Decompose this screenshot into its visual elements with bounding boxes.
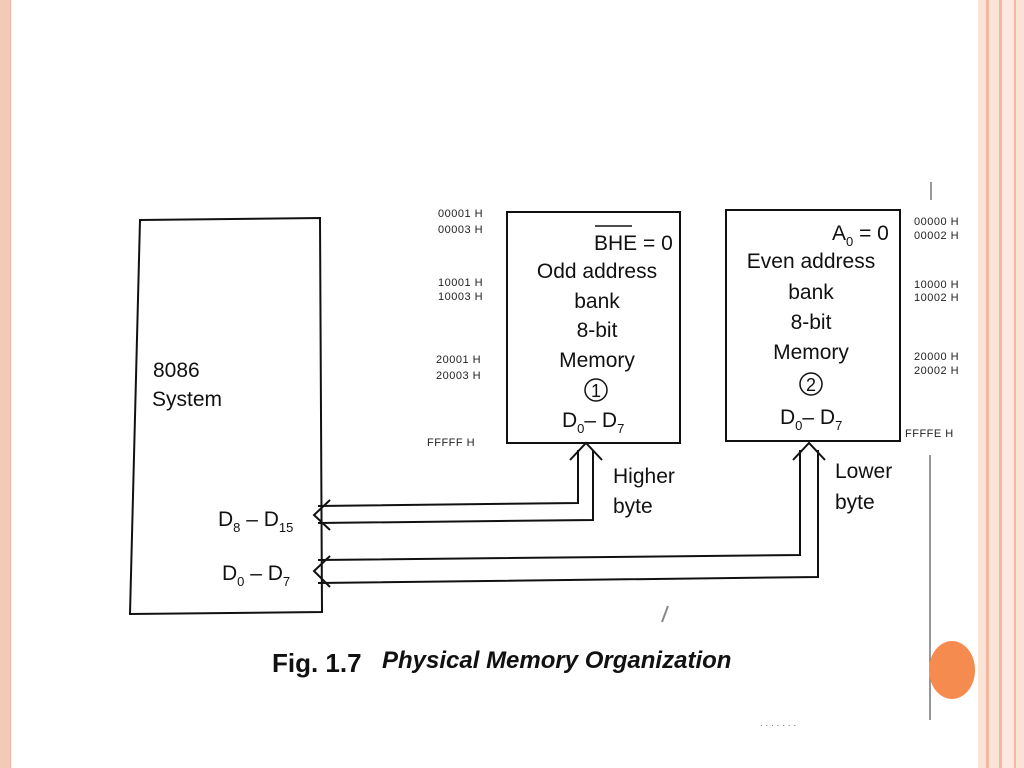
even-bank-data-bus: D0– D7 <box>780 406 842 433</box>
lower-byte-label-line1: Lower <box>835 460 892 483</box>
higher-byte-label-line1: Higher <box>613 465 675 488</box>
figure-caption-title: Physical Memory Organization <box>382 647 731 674</box>
higher-byte-label-line2: byte <box>613 495 653 518</box>
slide-right-border <box>978 0 986 768</box>
even-address: FFFFE H <box>905 428 954 440</box>
lower-byte-arrow-up <box>792 441 826 461</box>
higher-byte-bus-outer <box>317 450 579 507</box>
port-label-high: D8 – D15 <box>218 508 293 535</box>
even-bank-line4: Memory <box>773 341 849 364</box>
odd-bank-signal: BHE = 0 <box>594 232 673 255</box>
slide-right-border-line <box>999 0 1002 768</box>
odd-bank-line3: 8-bit <box>577 319 618 342</box>
slide-left-border-line <box>10 0 11 768</box>
odd-address: 00003 H <box>438 224 483 236</box>
even-address: 20000 H <box>914 351 959 363</box>
odd-bank-number-circle <box>584 378 608 402</box>
even-address: 20002 H <box>914 365 959 377</box>
odd-address: 10003 H <box>438 291 483 303</box>
odd-bank-line1: Odd address <box>537 260 657 283</box>
lower-byte-label-line2: byte <box>835 491 875 514</box>
slide-right-border-line <box>986 0 989 768</box>
odd-bank-data-bus: D0– D7 <box>562 409 624 436</box>
odd-bank-box <box>506 211 681 444</box>
scan-mark <box>661 605 669 623</box>
odd-bank-line4: Memory <box>559 349 635 372</box>
even-bank-box <box>725 209 901 442</box>
higher-byte-arrow-left <box>312 499 331 531</box>
system-title-line1: 8086 <box>153 359 200 382</box>
scan-cut-text: . . . . . . . <box>760 718 796 729</box>
slide-accent-dot <box>929 641 975 699</box>
lower-byte-arrow-left <box>312 555 331 588</box>
odd-bank-line2: bank <box>574 290 620 313</box>
even-address: 00002 H <box>914 230 959 242</box>
odd-address: 20001 H <box>436 354 481 366</box>
odd-address: 00001 H <box>438 208 483 220</box>
system-box <box>128 216 324 616</box>
slide-right-border <box>1016 0 1024 768</box>
even-address: 00000 H <box>914 216 959 228</box>
slide-right-border <box>989 0 999 768</box>
even-bank-line2: bank <box>788 281 834 304</box>
odd-address: 20003 H <box>436 370 481 382</box>
odd-address: FFFFF H <box>427 437 475 449</box>
lower-byte-bus-inner <box>317 450 819 584</box>
lower-byte-bus-outer <box>317 450 801 561</box>
even-bank-signal: A0 = 0 <box>832 222 889 249</box>
system-title-line2: System <box>152 388 222 411</box>
higher-byte-bus-inner <box>317 450 594 524</box>
even-bank-number-circle <box>799 372 823 396</box>
slide-right-border-line <box>1014 0 1016 768</box>
even-bank-line1: Even address <box>747 250 875 273</box>
even-bank-number: 2 <box>806 375 816 395</box>
odd-bank-number: 1 <box>591 381 601 401</box>
odd-address: 10001 H <box>438 277 483 289</box>
port-label-low: D0 – D7 <box>222 562 290 589</box>
higher-byte-arrow-up <box>569 441 603 461</box>
slide-left-border <box>0 0 10 768</box>
figure-caption: Fig. 1.7 <box>272 648 362 678</box>
even-bank-line3: 8-bit <box>791 311 832 334</box>
even-address: 10000 H <box>914 279 959 291</box>
slide-right-border <box>1002 0 1014 768</box>
even-address: 10002 H <box>914 292 959 304</box>
